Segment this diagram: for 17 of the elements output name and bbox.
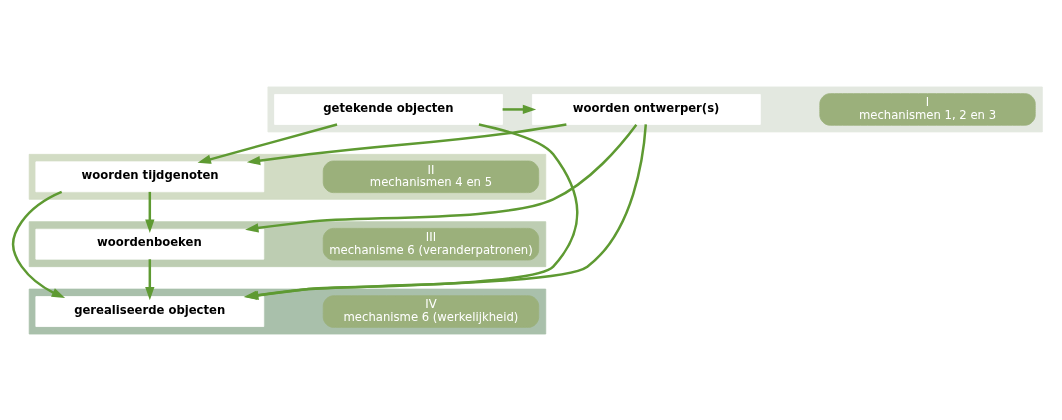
arrow xyxy=(11,190,66,298)
node-box: IV mechanisme 6 (werkelijkheid) xyxy=(322,294,540,328)
node-box: woorden tijdgenoten xyxy=(35,160,265,192)
cluster xyxy=(267,86,1043,132)
node-box: II mechanismen 4 en 5 xyxy=(322,160,540,193)
node-box: III mechanisme 6 (veranderpatronen) xyxy=(322,227,540,260)
node-box: woordenboeken xyxy=(35,228,265,260)
node-box: woorden ontwerper(s) xyxy=(532,93,761,125)
arrow xyxy=(145,258,155,300)
arrow xyxy=(145,191,155,233)
arrow xyxy=(246,122,567,165)
node-box: I mechanismen 1, 2 en 3 xyxy=(819,92,1036,126)
arrow xyxy=(197,122,338,164)
node-box: getekende objecten xyxy=(274,93,503,125)
arrow xyxy=(502,104,537,114)
arrow xyxy=(245,123,638,233)
node-box: gerealiseerde objecten xyxy=(35,295,265,327)
